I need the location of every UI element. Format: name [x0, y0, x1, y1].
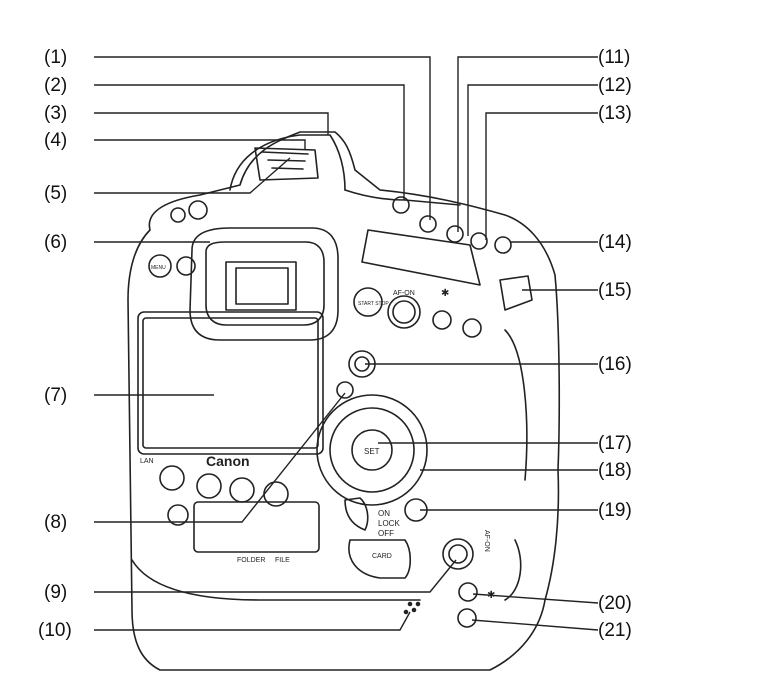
- callout-17: (17): [598, 433, 632, 454]
- callout-18: (18): [598, 460, 632, 481]
- file-label: FILE: [275, 557, 290, 564]
- start-stop-label: START STOP: [358, 301, 389, 307]
- set-button: [351, 429, 393, 471]
- callout-14: (14): [598, 232, 632, 253]
- star-label-top: ✱: [441, 288, 449, 299]
- callout-8: (8): [44, 512, 68, 533]
- callout-20: (20): [598, 593, 632, 614]
- brand-label: Canon: [206, 453, 250, 469]
- lcd-monitor: [142, 317, 319, 449]
- af-on-label: AF-ON: [393, 290, 415, 297]
- callout-10: (10): [38, 620, 72, 641]
- rear-info-panel: [193, 501, 320, 553]
- callout-1: (1): [44, 47, 68, 68]
- on-label: ON: [378, 509, 390, 518]
- lock-label: LOCK: [378, 519, 400, 528]
- card-label: CARD: [372, 553, 392, 560]
- callout-4: (4): [44, 130, 68, 151]
- off-label: OFF: [378, 529, 394, 538]
- callout-19: (19): [598, 500, 632, 521]
- folder-label: FOLDER: [237, 557, 265, 564]
- callout-12: (12): [598, 75, 632, 96]
- callout-9: (9): [44, 582, 68, 603]
- set-label: SET: [364, 447, 380, 456]
- callout-15: (15): [598, 280, 632, 301]
- callout-5: (5): [44, 183, 68, 204]
- callout-7: (7): [44, 385, 68, 406]
- eyecup: [189, 227, 339, 341]
- callout-6: (6): [44, 232, 68, 253]
- quick-control-dial: [316, 394, 428, 506]
- callout-13: (13): [598, 103, 632, 124]
- star-label: ✱: [487, 590, 495, 601]
- leader-lines: [94, 56, 599, 631]
- lan-label: LAN: [140, 458, 154, 465]
- callout-11: (11): [598, 47, 631, 68]
- af-on-side-label: AF-ON: [483, 530, 490, 552]
- callout-2: (2): [44, 75, 68, 96]
- menu-label: MENU: [151, 265, 166, 271]
- callout-16: (16): [598, 354, 632, 375]
- callout-3: (3): [44, 103, 68, 124]
- top-lcd-panel: [361, 229, 481, 286]
- callout-21: (21): [598, 620, 632, 641]
